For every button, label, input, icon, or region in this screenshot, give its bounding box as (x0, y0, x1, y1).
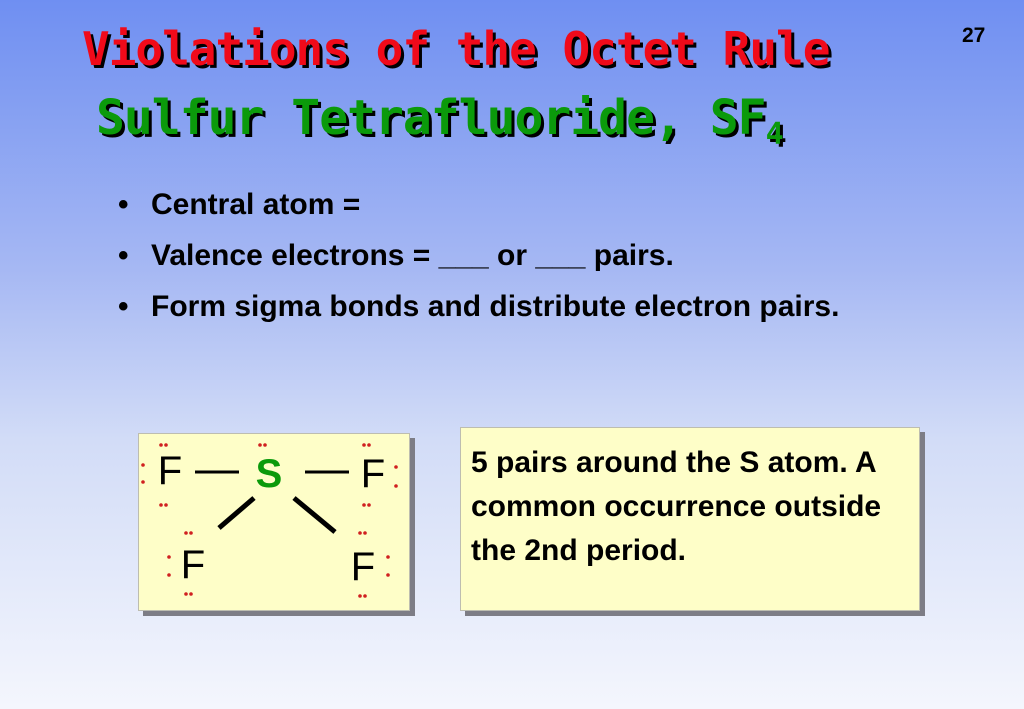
subtitle-text: Sulfur Tetrafluoride, SF (96, 90, 767, 146)
slide-title: Violations of the Octet Rule (82, 22, 830, 76)
lone-pair-dots (141, 443, 398, 598)
central-atom: S (256, 452, 283, 496)
bullet-list: Central atom = Valence electrons = ___ o… (118, 186, 908, 339)
slide-subtitle: Sulfur Tetrafluoride, SF4 (96, 94, 784, 152)
lewis-structure-box: S F F F F (138, 433, 410, 611)
subtitle-subscript: 4 (765, 117, 784, 152)
fluorine-atom: F (181, 543, 205, 587)
slide-number: 27 (962, 24, 986, 47)
bond-line (217, 496, 256, 530)
fluorine-atom: F (361, 452, 385, 496)
fluorine-atom: F (158, 449, 182, 493)
bond-line (292, 496, 337, 534)
note-box: 5 pairs around the S atom. A common occu… (460, 427, 920, 611)
fluorine-atom: F (351, 545, 375, 589)
bullet-item: Central atom = (118, 186, 908, 224)
bullet-item: Form sigma bonds and distribute electron… (118, 288, 908, 326)
bullet-item: Valence electrons = ___ or ___ pairs. (118, 237, 908, 275)
note-text: 5 pairs around the S atom. A common occu… (471, 446, 882, 567)
lewis-structure-diagram: S F F F F (141, 443, 398, 598)
